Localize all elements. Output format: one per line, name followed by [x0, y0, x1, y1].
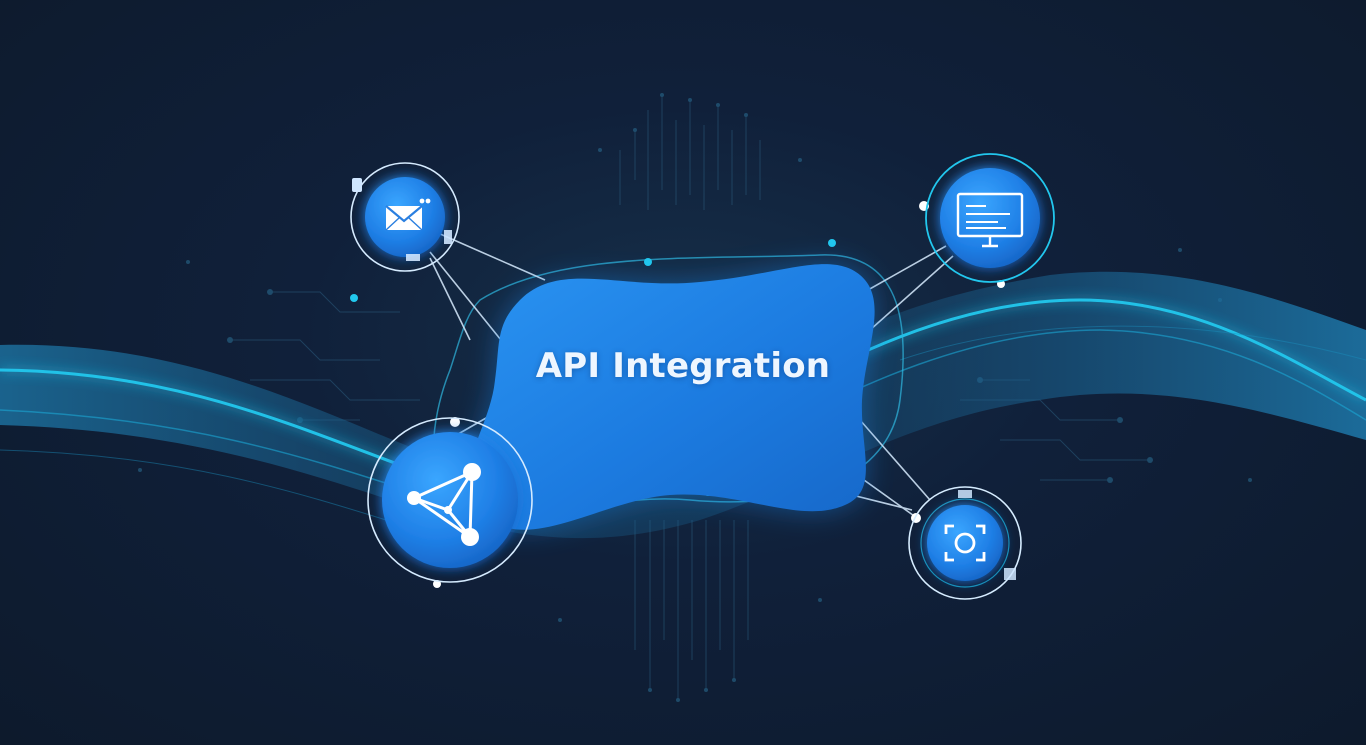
network-node [367, 417, 533, 583]
gear-frame-icon [944, 524, 986, 562]
monitor-icon [956, 192, 1024, 248]
circuit-background [138, 93, 1252, 702]
api-blob [468, 264, 875, 530]
page-title: API Integration [535, 346, 831, 386]
monitor-node [925, 153, 1055, 283]
gear-node [908, 486, 1022, 600]
network-triangle-icon [407, 463, 481, 546]
envelope-node [350, 162, 460, 272]
envelope-icon [385, 205, 423, 231]
